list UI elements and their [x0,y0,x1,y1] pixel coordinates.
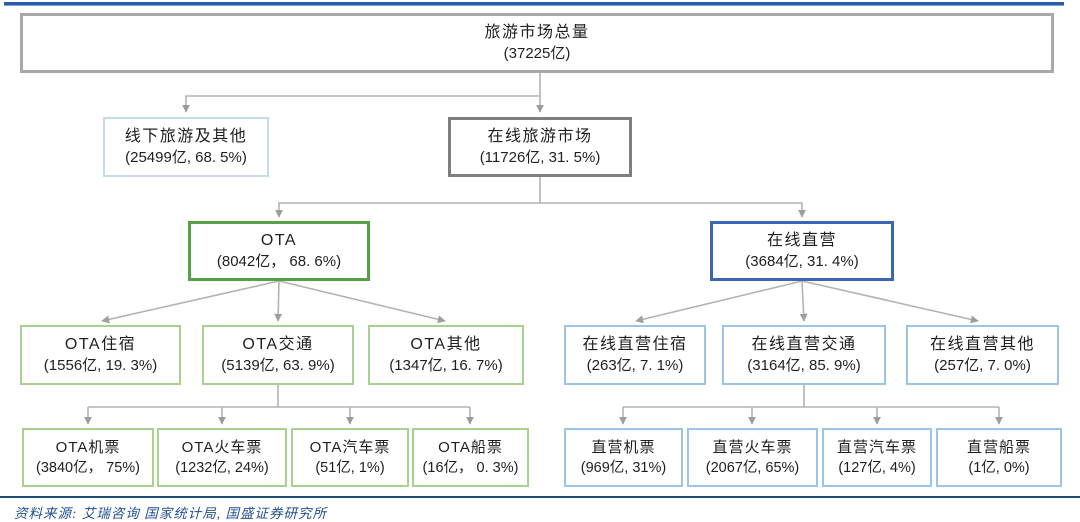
node-ota-train-tickets: OTA火车票 (1232亿, 24%) [157,428,287,487]
node-value: (5139亿, 63. 9%) [221,357,335,375]
node-ota-boat-tickets: OTA船票 (16亿， 0. 3%) [412,428,529,487]
node-direct-boat-tickets: 直营船票 (1亿, 0%) [936,428,1062,487]
node-label: 在线直营其他 [929,336,1035,354]
node-label: OTA其他 [410,336,482,354]
node-value: (3840亿， 75%) [36,459,140,476]
node-value: (257亿, 7. 0%) [934,357,1031,375]
node-ota-transport: OTA交通 (5139亿, 63. 9%) [202,325,354,385]
node-ota-bus-tickets: OTA汽车票 (51亿, 1%) [291,428,409,487]
node-value: (263亿, 7. 1%) [586,357,684,375]
node-label: 在线直营交通 [751,336,857,354]
node-label: OTA汽车票 [309,438,391,456]
node-label: 在线直营 [766,232,837,250]
node-label: OTA住宿 [64,336,137,354]
node-label: OTA [260,232,298,250]
node-value: (1556亿, 19. 3%) [43,357,158,375]
node-total-market: 旅游市场总量 (37225亿) [20,13,1054,73]
node-ota: OTA (8042亿， 68. 6%) [188,221,370,281]
node-label: OTA机票 [55,438,121,456]
node-label: 在线旅游市场 [487,128,593,146]
node-label: 旅游市场总量 [484,24,590,42]
node-direct-lodging: 在线直营住宿 (263亿, 7. 1%) [564,325,706,385]
node-ota-flight-tickets: OTA机票 (3840亿， 75%) [22,428,154,487]
footer-divider-line [0,496,1080,498]
node-value: (1232亿, 24%) [175,459,269,476]
node-value: (1亿, 0%) [968,459,1030,476]
node-online-direct: 在线直营 (3684亿, 31. 4%) [710,221,894,281]
node-value: (16亿， 0. 3%) [422,459,519,476]
node-direct-transport: 在线直营交通 (3164亿, 85. 9%) [722,325,886,385]
node-offline-travel: 线下旅游及其他 (25499亿, 68. 5%) [103,117,269,177]
node-value: (2067亿, 65%) [705,459,800,476]
top-border-line [4,2,1064,6]
node-value: (37225亿) [503,45,571,63]
node-value: (3684亿, 31. 4%) [745,253,859,271]
node-value: (127亿, 4%) [838,459,916,476]
node-direct-train-tickets: 直营火车票 (2067亿, 65%) [687,428,818,487]
node-online-travel-market: 在线旅游市场 (11726亿, 31. 5%) [448,117,632,177]
node-label: OTA船票 [438,438,503,456]
node-value: (969亿, 31%) [580,459,667,476]
node-label: 直营机票 [591,438,656,456]
node-value: (8042亿， 68. 6%) [216,253,342,271]
node-label: OTA火车票 [181,438,263,456]
node-label: 直营火车票 [712,438,793,456]
node-direct-bus-tickets: 直营汽车票 (127亿, 4%) [822,428,932,487]
node-value: (1347亿, 16. 7%) [389,357,503,375]
node-value: (25499亿, 68. 5%) [125,149,247,167]
node-label: OTA交通 [242,336,314,354]
node-ota-lodging: OTA住宿 (1556亿, 19. 3%) [20,325,181,385]
node-ota-other: OTA其他 (1347亿, 16. 7%) [368,325,524,385]
node-label: 直营船票 [966,438,1031,456]
data-source-note: 资料来源: 艾瑞咨询 国家统计局, 国盛证券研究所 [14,506,327,521]
node-label: 线下旅游及其他 [124,128,248,146]
node-value: (51亿, 1%) [315,459,385,476]
node-label: 直营汽车票 [836,438,917,456]
node-value: (3164亿, 85. 9%) [747,357,861,375]
node-direct-other: 在线直营其他 (257亿, 7. 0%) [906,325,1059,385]
node-label: 在线直营住宿 [582,336,688,354]
node-value: (11726亿, 31. 5%) [479,149,601,167]
node-direct-flight-tickets: 直营机票 (969亿, 31%) [564,428,683,487]
